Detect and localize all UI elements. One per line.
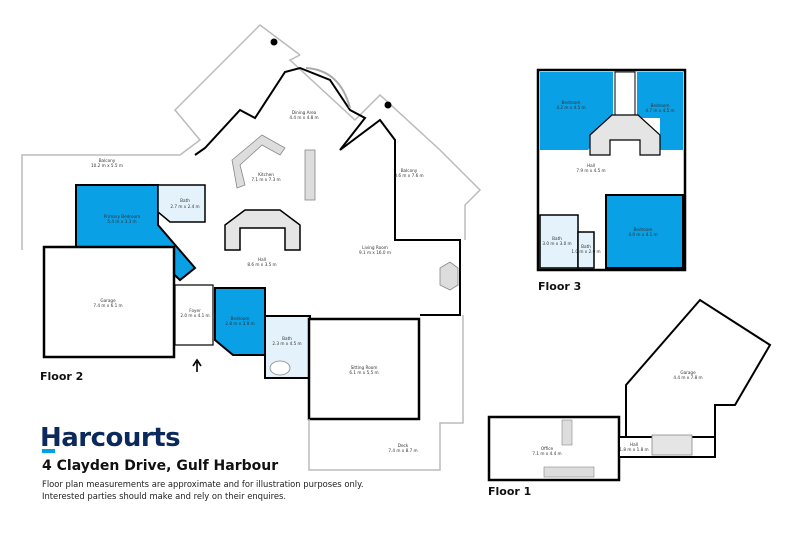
svg-text:Deck: Deck <box>398 443 409 448</box>
svg-text:4.7 m x 4.5 m: 4.7 m x 4.5 m <box>645 108 674 113</box>
bedroom-f2-floor <box>214 287 266 356</box>
svg-text:10.2 m x 5.5 m: 10.2 m x 5.5 m <box>91 163 123 168</box>
svg-text:Balcony: Balcony <box>401 168 418 173</box>
floor-2-label: Floor 2 <box>40 370 84 383</box>
svg-text:Dining Area: Dining Area <box>292 110 317 115</box>
svg-text:7.1 m x 4.4 m: 7.1 m x 4.4 m <box>532 451 561 456</box>
dining-bay-window <box>305 67 351 109</box>
svg-text:6.1 m x 5.5 m: 6.1 m x 5.5 m <box>349 370 378 375</box>
bedroom-f3c-floor <box>605 194 684 269</box>
svg-text:Primary Bedroom: Primary Bedroom <box>104 214 140 219</box>
svg-text:4.2 m x 4.5 m: 4.2 m x 4.5 m <box>556 105 585 110</box>
svg-text:Bath: Bath <box>282 336 292 341</box>
svg-text:Hall: Hall <box>587 163 595 168</box>
svg-text:Bath: Bath <box>552 236 562 241</box>
column-icon <box>384 101 392 109</box>
svg-text:1.0 m x 2.0 m: 1.0 m x 2.0 m <box>571 249 600 254</box>
svg-text:3.0 m x 3.0 m: 3.0 m x 3.0 m <box>542 241 571 246</box>
dining-wall <box>194 66 367 156</box>
bath-floor-f2a <box>157 184 206 223</box>
logo-accent-bar <box>42 449 55 453</box>
svg-text:8.6 m x 3.5 m: 8.6 m x 3.5 m <box>247 262 276 267</box>
hallway-f3 <box>614 71 636 119</box>
stairs-f1 <box>651 434 693 456</box>
svg-text:Bedroom: Bedroom <box>562 100 581 105</box>
disclaimer-line-2: Interested parties should make and rely … <box>42 491 287 501</box>
svg-text:7.1 m x 7.3 m: 7.1 m x 7.3 m <box>251 177 280 182</box>
office-desk <box>561 419 573 446</box>
floor-1-label: Floor 1 <box>488 485 532 498</box>
svg-text:4.4 m x 4.8 m: 4.4 m x 4.8 m <box>289 115 318 120</box>
svg-text:Balcony: Balcony <box>99 158 116 163</box>
deck-outline <box>308 315 464 471</box>
svg-text:4.4 m x 7.8 m: 4.4 m x 7.8 m <box>673 375 702 380</box>
svg-text:Foyer: Foyer <box>189 308 201 313</box>
living-wall <box>339 118 461 316</box>
svg-text:2.7 m x 2.4 m: 2.7 m x 2.4 m <box>170 204 199 209</box>
svg-text:5.4 m x 3.3 m: 5.4 m x 3.3 m <box>107 219 136 224</box>
svg-text:1.8 m x 1.8 m: 1.8 m x 1.8 m <box>619 447 648 452</box>
fireplace-icon <box>439 261 459 291</box>
foyer-floor <box>174 284 214 346</box>
balcony-left-outline <box>21 24 301 250</box>
disclaimer-line-1: Floor plan measurements are approximate … <box>42 479 364 489</box>
disclaimer-text: Floor plan measurements are approximate … <box>42 478 382 502</box>
svg-text:7.4 m x 8.7 m: 7.4 m x 8.7 m <box>388 448 417 453</box>
column-icon <box>270 38 278 46</box>
svg-text:Hall: Hall <box>258 257 266 262</box>
svg-text:Bath: Bath <box>180 198 190 203</box>
svg-text:2.3 m x 4.5 m: 2.3 m x 4.5 m <box>272 341 301 346</box>
floor-3-label: Floor 3 <box>538 280 582 293</box>
svg-text:Kitchen: Kitchen <box>258 172 274 177</box>
kitchen-counter <box>231 134 286 189</box>
svg-text:Hall: Hall <box>630 442 638 447</box>
svg-text:3.6 m x 7.6 m: 3.6 m x 7.6 m <box>394 173 423 178</box>
svg-text:4.0 m x 4.1 m: 4.0 m x 4.1 m <box>628 232 657 237</box>
bathtub-icon <box>269 360 291 376</box>
svg-text:2.8 m x 3.8 m: 2.8 m x 3.8 m <box>225 321 254 326</box>
entry-arrow-icon <box>192 358 202 372</box>
svg-text:Bath: Bath <box>581 244 591 249</box>
svg-text:Bedroom: Bedroom <box>651 103 670 108</box>
garage-f2-floor <box>42 245 176 359</box>
stairs <box>224 209 301 251</box>
svg-text:7.4 m x 6.1 m: 7.4 m x 6.1 m <box>93 303 122 308</box>
office-counter <box>543 466 595 478</box>
bath-f3b-floor <box>577 231 595 269</box>
property-address: 4 Clayden Drive, Gulf Harbour <box>42 458 279 474</box>
sitting-room-floor <box>307 317 421 421</box>
stairs-f3 <box>589 114 661 156</box>
svg-text:Bedroom: Bedroom <box>634 227 653 232</box>
kitchen-counter <box>304 149 316 201</box>
bedroom-f3b-floor <box>637 72 683 150</box>
balcony-top-outline <box>288 54 482 240</box>
svg-text:2.0 m x 4.1 m: 2.0 m x 4.1 m <box>180 313 209 318</box>
svg-text:Garage: Garage <box>100 298 116 303</box>
svg-text:Office: Office <box>541 446 554 451</box>
svg-text:9.1 m x 16.0 m: 9.1 m x 16.0 m <box>359 250 391 255</box>
garage-f1-floor <box>625 298 772 438</box>
svg-text:Garage: Garage <box>680 370 696 375</box>
svg-text:Living Room: Living Room <box>362 245 388 250</box>
svg-text:7.9 m x 4.5 m: 7.9 m x 4.5 m <box>576 168 605 173</box>
harcourts-logo: Harcourts <box>40 423 181 453</box>
svg-text:Bedroom: Bedroom <box>231 316 250 321</box>
svg-text:Sitting Room: Sitting Room <box>351 365 378 370</box>
